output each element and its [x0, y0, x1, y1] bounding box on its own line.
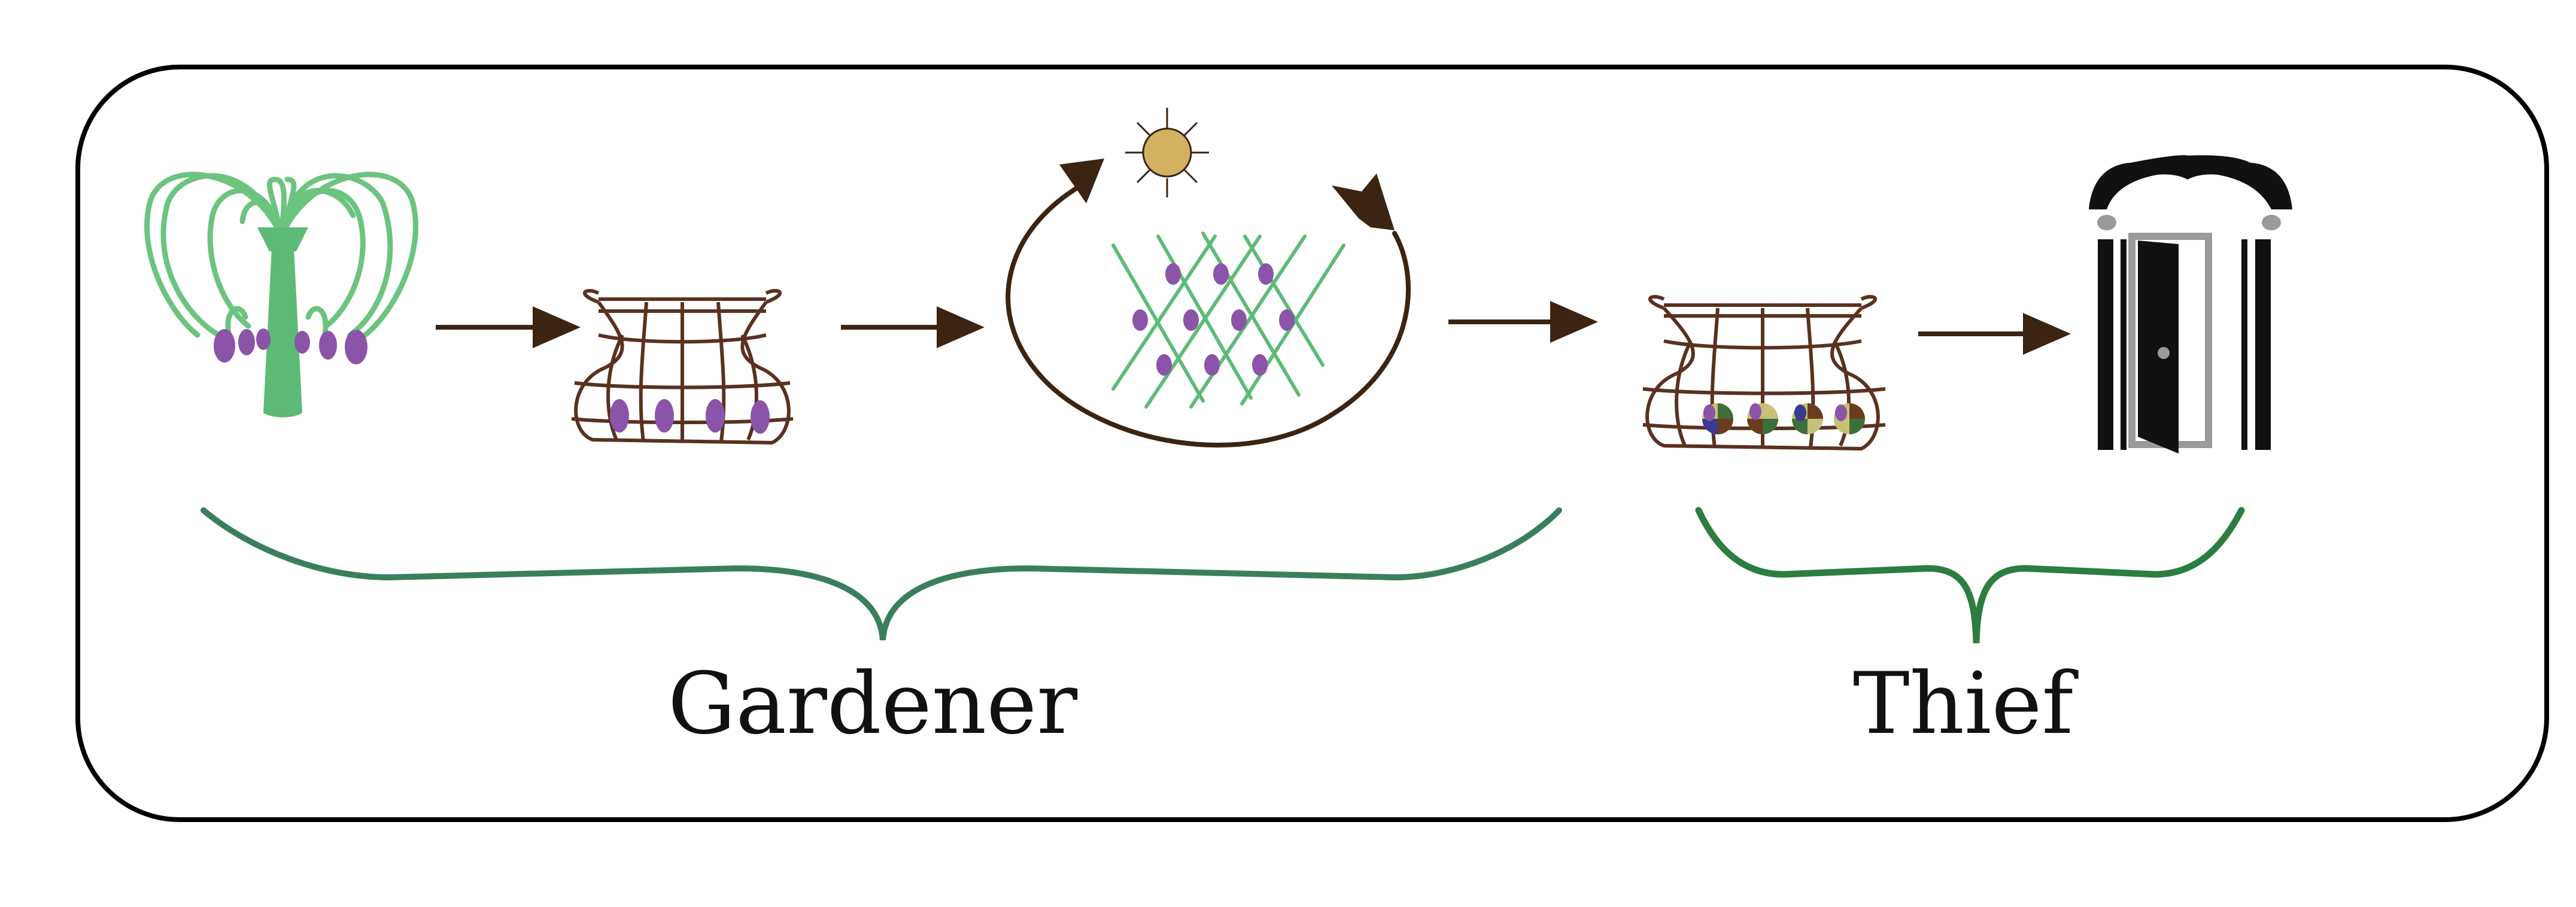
gardener-label: Gardener	[668, 655, 1077, 753]
arrow-drying-to-basket	[1448, 301, 1598, 343]
drying-net-cycle-icon	[1006, 159, 1411, 448]
thief-label: Thief	[1853, 655, 2079, 753]
arrow-plant-to-basket	[436, 306, 581, 348]
basket-with-berries-icon	[571, 289, 794, 445]
outer-frame	[75, 65, 2549, 822]
plant-icon	[144, 172, 418, 418]
arrow-basket-to-drying	[841, 306, 985, 348]
doorway-exit-icon	[2089, 155, 2292, 454]
sun-icon	[1125, 108, 1209, 197]
gardener-brace	[201, 507, 1562, 641]
thief-brace	[1695, 507, 2245, 644]
arrow-basket-to-door	[1918, 313, 2071, 355]
basket-with-mixed-fruit-icon	[1642, 295, 1886, 451]
mixed-fruit-group	[1702, 403, 1865, 434]
